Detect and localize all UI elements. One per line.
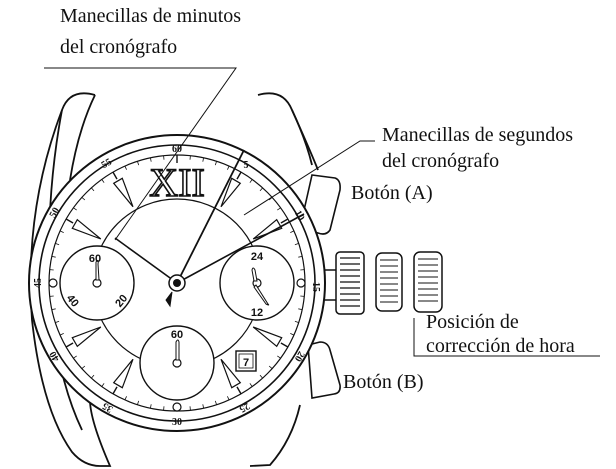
minute-tick (91, 187, 95, 192)
minute-number: 35 (101, 400, 115, 415)
minute-number: 55 (100, 157, 114, 172)
minute-tick (124, 165, 127, 170)
minute-tick (73, 355, 77, 359)
minute-tick (214, 400, 217, 405)
minute-tick (268, 365, 273, 369)
minute-number: 15 (310, 282, 321, 292)
minute-tick (51, 308, 56, 310)
minute-tick (298, 256, 303, 258)
minute-tick (280, 218, 289, 224)
subdial-number: 24 (251, 251, 264, 263)
chrono-second-hand-label: Manecillas de segundos del cronógrafo (382, 124, 578, 172)
callout-lines (44, 67, 600, 357)
minute-number: 30 (172, 417, 182, 428)
minute-tick (55, 320, 60, 323)
time-setting-position-label: Posición de corrección de hora (426, 311, 575, 357)
minute-tick (249, 383, 253, 387)
minute-tick (277, 207, 281, 211)
minute-tick (137, 161, 140, 166)
hour-index (220, 177, 242, 208)
minute-tick (150, 157, 152, 162)
crown-position-1 (375, 252, 403, 312)
minute-tick (101, 179, 105, 183)
minute-tick (150, 404, 152, 409)
minute-number: 45 (33, 278, 44, 288)
minute-tick (202, 157, 204, 162)
minute-number: 25 (237, 400, 251, 415)
minute-tick (280, 342, 289, 348)
hand-icon (175, 339, 180, 361)
minute-tick (290, 333, 295, 336)
minute-tick (59, 333, 64, 336)
chrono-minute-hand-label: Manecillas de minutos del cronógrafo (60, 5, 246, 58)
minute-tick (137, 400, 140, 405)
minute-tick (51, 256, 56, 258)
minute-tick (277, 355, 281, 359)
minute-tick (73, 207, 77, 211)
minute-numbers: 5 10 15 20 25 30 35 40 45 50 55 60 (33, 144, 321, 428)
hour-index (112, 177, 134, 208)
hour-index (71, 326, 102, 348)
subdial-number: 12 (251, 307, 263, 319)
minute-tick (294, 243, 299, 246)
button-a-label: Botón (A) (351, 182, 433, 204)
minute-tick (101, 383, 105, 387)
hour-index (112, 358, 134, 389)
minute-tick (214, 161, 217, 166)
minute-number: 5 (244, 160, 249, 171)
minute-number: 40 (48, 349, 63, 363)
minute-number: 50 (48, 206, 63, 220)
dial-dots (48, 278, 306, 412)
minute-tick (55, 243, 60, 246)
minute-tick (259, 374, 263, 379)
hand-icon (251, 267, 258, 282)
hour-index (220, 358, 242, 389)
minute-tick (236, 386, 242, 395)
minute-track (49, 155, 305, 411)
minute-tick (227, 396, 230, 401)
hour-index (252, 326, 283, 348)
roman-numeral-xii: XII (149, 160, 205, 205)
svg-text:7: 7 (243, 357, 249, 369)
right-subdial: 24 12 (219, 245, 295, 321)
minute-tick (124, 396, 127, 401)
minute-tick (65, 218, 74, 224)
minute-tick (249, 179, 253, 183)
chrono-minute-hand (165, 149, 245, 308)
bottom-subdial: 60 (139, 325, 215, 401)
hour-indices (71, 177, 283, 389)
minute-tick (202, 404, 204, 409)
subdial-number: 60 (171, 329, 183, 341)
minute-tick (81, 197, 86, 201)
chrono-second-hand (114, 213, 305, 284)
minute-tick (65, 342, 74, 348)
hand-icon (95, 259, 100, 281)
date-window: 7 (235, 350, 257, 372)
minute-number: 20 (292, 349, 307, 363)
hour-index (71, 218, 102, 240)
minute-tick (259, 187, 263, 192)
button-b-label: Botón (B) (343, 371, 424, 393)
minute-tick (112, 386, 118, 395)
pusher-b (307, 341, 341, 399)
minute-tick (294, 320, 299, 323)
minute-tick (81, 365, 86, 369)
minute-tick (227, 165, 230, 170)
minute-number: 60 (172, 144, 182, 155)
center-pinion (168, 274, 186, 292)
hand-icon (253, 284, 270, 306)
minute-tick (112, 171, 118, 180)
minute-tick (59, 230, 64, 233)
subdial-number: 60 (89, 253, 101, 265)
minute-tick (91, 374, 95, 379)
crown-icon (317, 251, 365, 315)
crown-position-2 (413, 251, 443, 313)
left-subdial: 60 20 40 (59, 245, 135, 321)
minute-tick (236, 171, 242, 180)
minute-tick (290, 230, 295, 233)
minute-tick (298, 308, 303, 310)
